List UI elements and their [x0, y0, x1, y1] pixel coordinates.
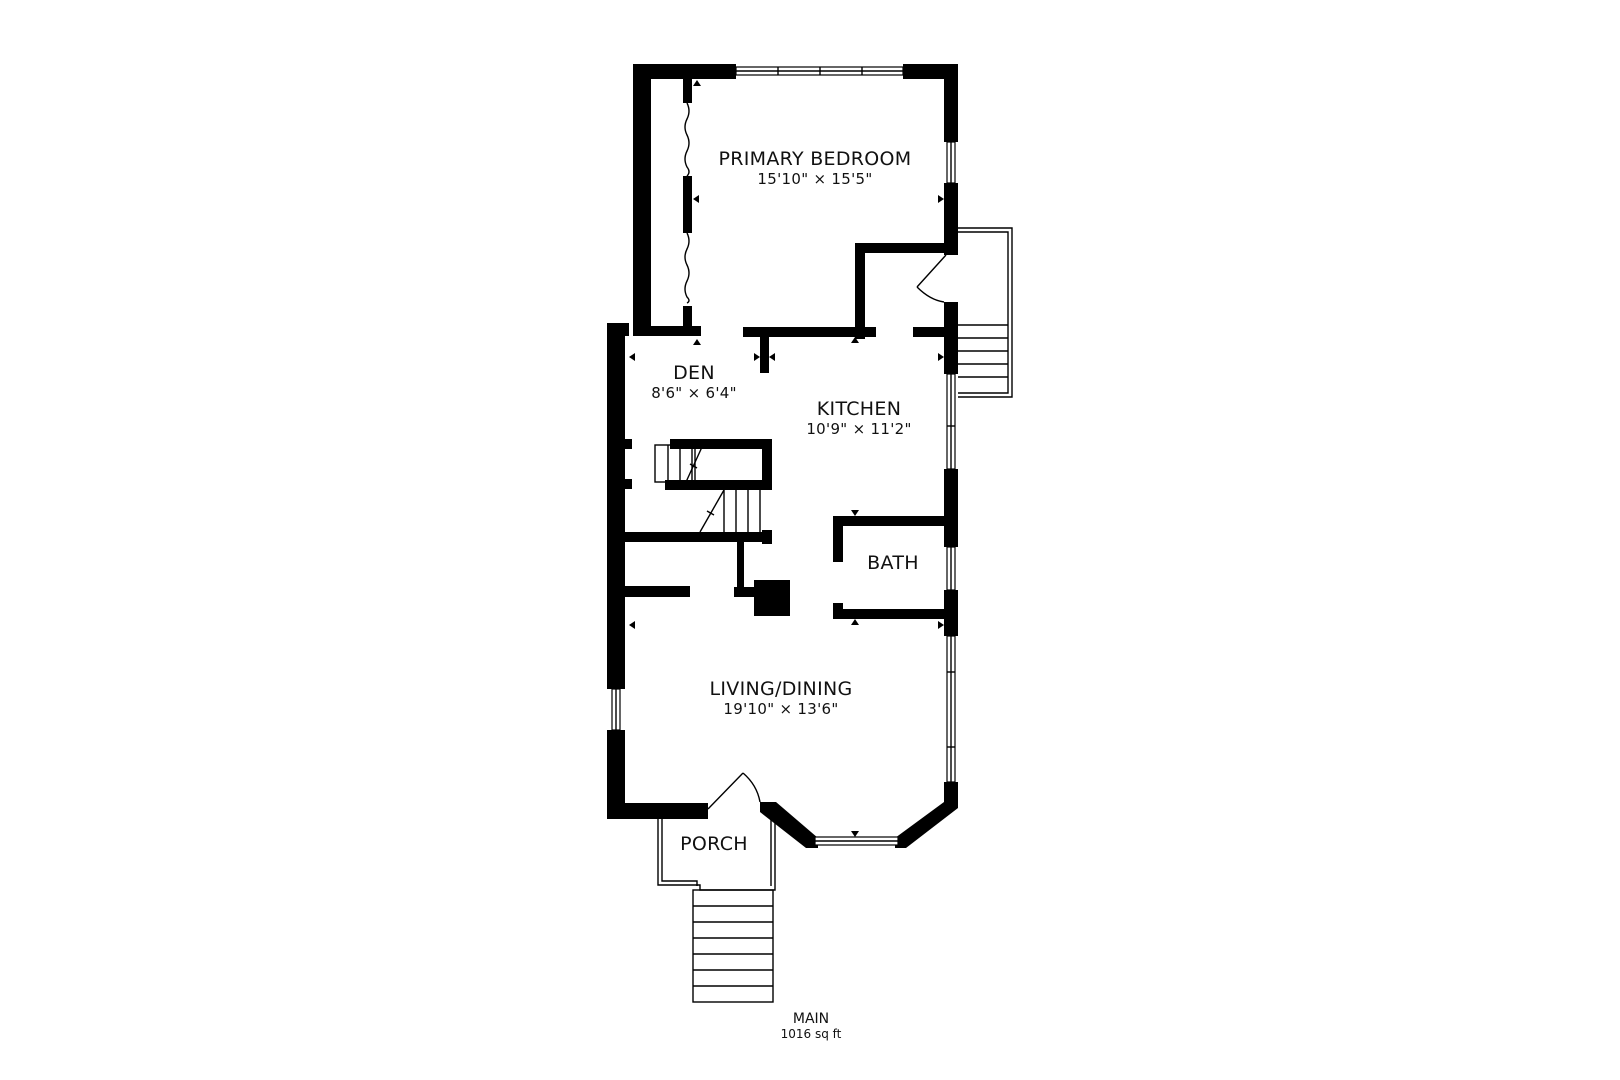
room-name: PRIMARY BEDROOM [718, 148, 912, 170]
room-name: LIVING/DINING [709, 678, 853, 700]
room-dimensions: 19'10" × 13'6" [723, 700, 839, 718]
room-label-primary-bedroom: PRIMARY BEDROOM 15'10" × 15'5" [719, 148, 912, 188]
side-exterior-stairs [958, 227, 1013, 398]
front-exterior-stairs [692, 889, 774, 1003]
living-left-window [611, 688, 621, 731]
room-dimensions: 10'9" × 11'2" [806, 420, 912, 438]
room-label-bath: BATH [867, 552, 919, 574]
living-right-window [946, 635, 956, 783]
dimension-markers [629, 80, 944, 837]
front-door [707, 772, 761, 810]
bedroom-right-window [946, 141, 956, 184]
room-name: PORCH [680, 833, 748, 855]
porch-outline [657, 813, 776, 891]
primary-bedroom-walls [633, 64, 958, 339]
closet-curtain [684, 102, 690, 304]
interior-stairs [654, 444, 761, 533]
floor-summary: MAIN 1016 sq ft [781, 1011, 842, 1041]
bay-front-window [814, 836, 899, 846]
chimney-block [734, 580, 790, 616]
room-dimensions: 15'10" × 15'5" [757, 170, 873, 188]
den-kitchen-walls [607, 323, 958, 689]
room-dimensions: 8'6" × 6'4" [651, 384, 737, 402]
room-name: KITCHEN [816, 398, 902, 420]
bedroom-top-window [735, 66, 904, 76]
room-label-porch: PORCH [680, 833, 748, 855]
floor-area: 1016 sq ft [780, 1027, 842, 1041]
room-name: DEN [673, 362, 715, 384]
room-name: BATH [867, 552, 919, 574]
room-label-living-dining: LIVING/DINING 19'10" × 13'6" [709, 678, 852, 718]
side-entry-door [913, 254, 958, 374]
room-label-kitchen: KITCHEN 10'9" × 11'2" [806, 398, 911, 438]
floor-name: MAIN [792, 1011, 830, 1027]
bath-walls [833, 516, 951, 619]
kitchen-right-window [946, 373, 956, 470]
bath-right-window [946, 546, 956, 591]
room-label-den: DEN 8'6" × 6'4" [651, 362, 737, 402]
